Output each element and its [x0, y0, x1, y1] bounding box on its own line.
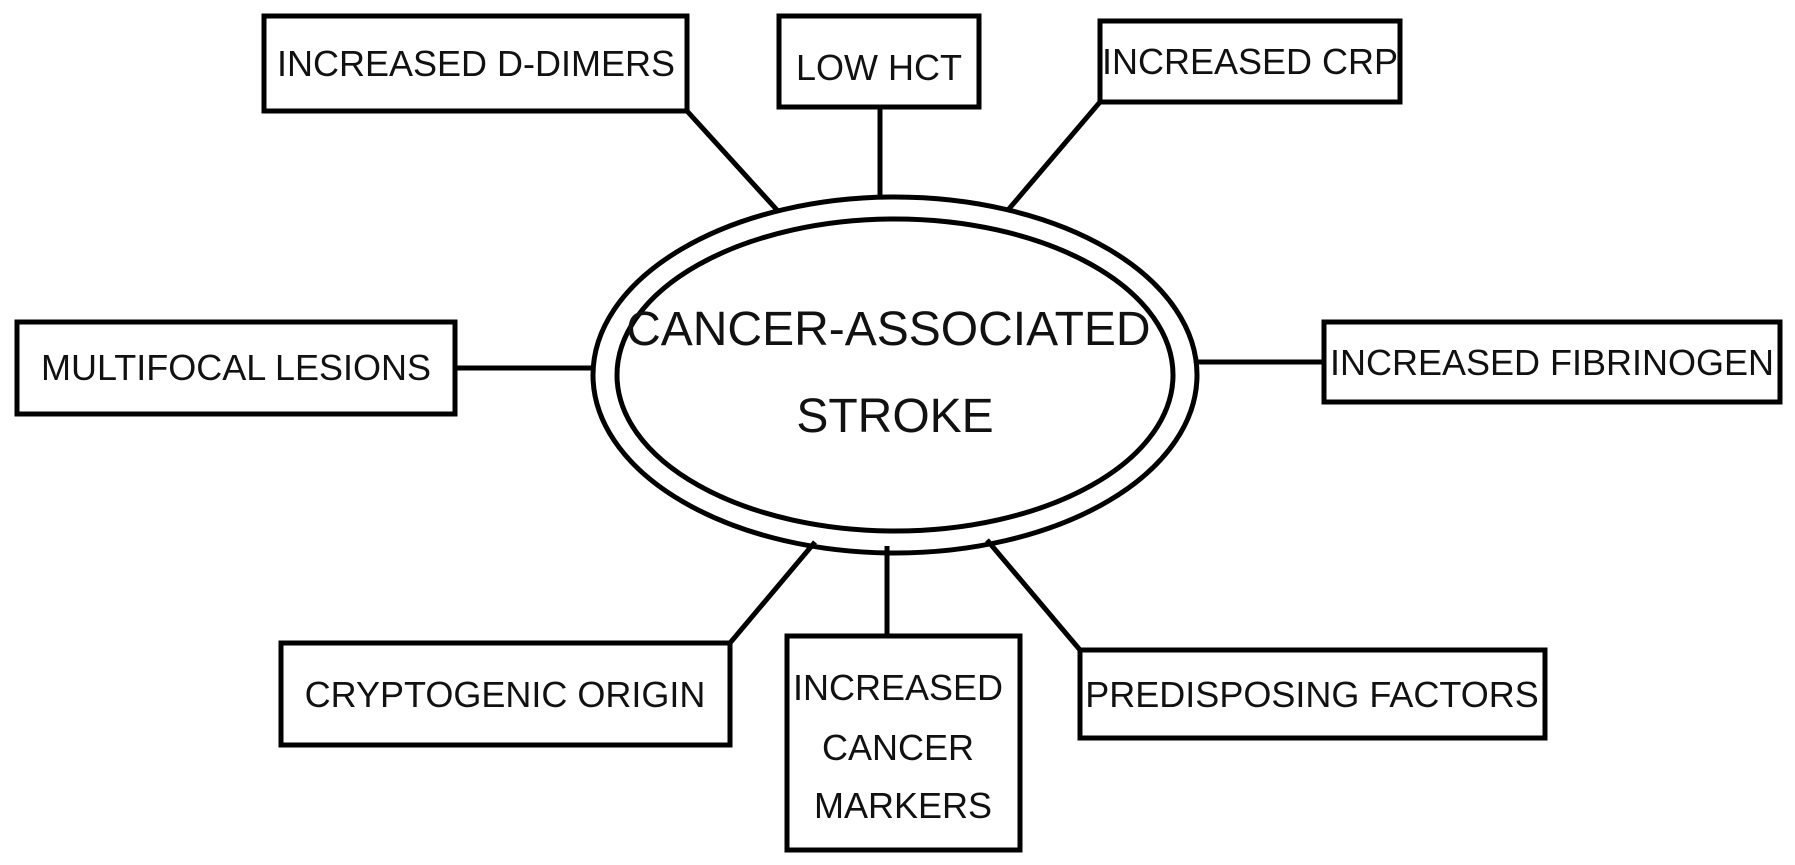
node-box: [14, 319, 458, 417]
node-multifocal-lesions: MULTIFOCAL LESIONS: [14, 319, 458, 417]
node-increased-d-dimers: INCREASED D-DIMERS: [261, 13, 690, 114]
node-box: [1321, 319, 1783, 405]
node-label: LOW HCT: [796, 47, 962, 88]
node-cryptogenic-origin: CRYPTOGENIC ORIGIN: [278, 640, 733, 748]
node-label: CRYPTOGENIC ORIGIN: [305, 674, 706, 715]
node-label: INCREASED FIBRINOGEN: [1330, 342, 1774, 383]
node-box: [261, 13, 690, 114]
node-increased-cancer-markers: INCREASED CANCER MARKERS: [784, 633, 1023, 853]
center-label-line-2: STROKE: [796, 390, 993, 443]
center-label: CANCER-ASSOCIATED STROKE: [626, 303, 1164, 443]
center-ellipse-inner: [614, 216, 1176, 534]
connectors: [455, 100, 1324, 652]
center-ellipse-outer: [590, 194, 1200, 556]
center-node: CANCER-ASSOCIATED STROKE: [590, 194, 1200, 556]
node-label: INCREASED CRP: [1102, 41, 1398, 82]
node-label-line-1: INCREASED: [793, 667, 1003, 708]
node-label: MULTIFOCAL LESIONS: [41, 347, 431, 388]
node-label-line-2: CANCER: [822, 727, 974, 768]
node-box: [278, 640, 733, 748]
node-increased-crp: INCREASED CRP: [1097, 18, 1403, 105]
node-label: INCREASED D-DIMERS: [277, 43, 675, 84]
node-label-line-3: MARKERS: [814, 785, 992, 826]
node-label: INCREASED CANCER MARKERS: [793, 667, 1013, 826]
node-box: [776, 13, 982, 110]
connector-predisposing: [985, 538, 1082, 652]
node-box: [784, 633, 1023, 853]
center-label-line-1: CANCER-ASSOCIATED: [626, 303, 1151, 356]
node-box: [1097, 18, 1403, 105]
connector-d-dimers: [685, 109, 779, 212]
node-low-hct: LOW HCT: [776, 13, 982, 110]
node-predisposing-factors: PREDISPOSING FACTORS: [1077, 647, 1548, 741]
node-box: [1077, 647, 1548, 741]
connector-crp: [1006, 100, 1102, 212]
node-increased-fibrinogen: INCREASED FIBRINOGEN: [1321, 319, 1783, 405]
connector-cryptogenic: [728, 540, 817, 645]
node-label: PREDISPOSING FACTORS: [1085, 674, 1538, 715]
